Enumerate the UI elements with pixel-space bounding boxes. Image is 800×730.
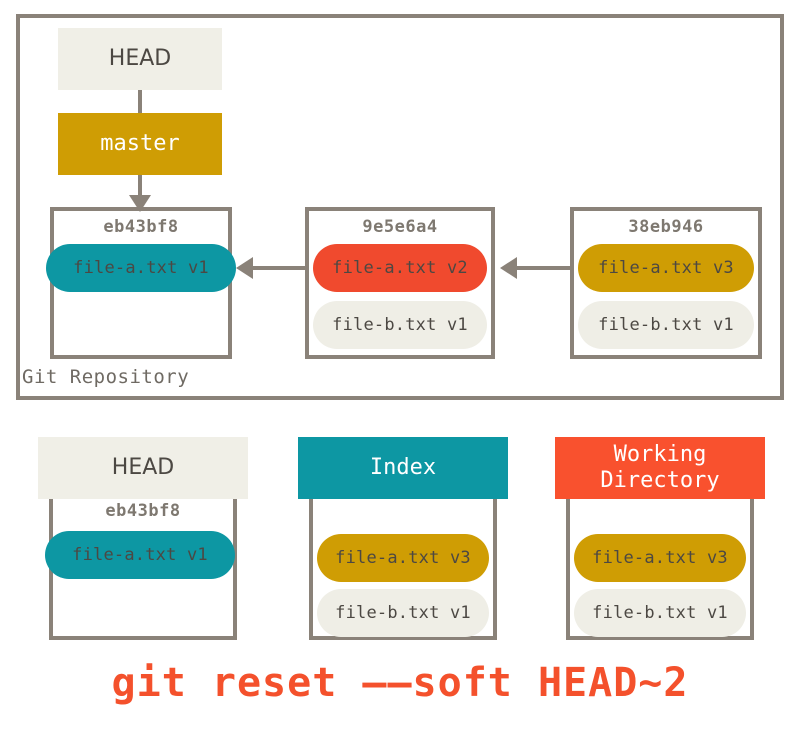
command-caption: git reset ——soft HEAD~2	[111, 660, 689, 706]
stage-header-working-directory: Working Directory	[555, 437, 765, 499]
stage-index-file-a: file-a.txt v3	[317, 534, 489, 582]
stage-wd-file-a: file-a.txt v3	[574, 534, 746, 582]
stage-index-file-a-label: file-a.txt v3	[335, 548, 471, 568]
stage-wd-file-b-label: file-b.txt v1	[592, 603, 728, 623]
master-branch-box: master	[58, 113, 222, 175]
connector-commit3-to-commit2	[516, 266, 570, 270]
head-pointer-box: HEAD	[58, 28, 222, 90]
stage-head-hash: eb43bf8	[105, 501, 181, 521]
stage-head-file-a: file-a.txt v1	[45, 531, 235, 579]
stage-title-working-directory: Working Directory	[600, 442, 720, 493]
stage-head-file-a-label: file-a.txt v1	[72, 545, 208, 565]
commit-1-file-a-label: file-a.txt v1	[73, 258, 209, 278]
commit-3-file-a: file-a.txt v3	[578, 244, 754, 292]
commit-3-file-a-label: file-a.txt v3	[598, 258, 734, 278]
commit-2-file-b-label: file-b.txt v1	[332, 315, 468, 335]
stage-header-index: Index	[298, 437, 508, 499]
commit-3-file-b: file-b.txt v1	[578, 301, 754, 349]
connector-master-to-commit	[138, 175, 142, 197]
commit-1-file-a: file-a.txt v1	[46, 244, 236, 292]
connector-head-to-master	[138, 90, 142, 113]
commit-hash-1: eb43bf8	[103, 217, 179, 237]
connector-commit2-to-commit1	[252, 266, 305, 270]
commit-2-file-b: file-b.txt v1	[313, 301, 487, 349]
commit-hash-3: 38eb946	[628, 217, 704, 237]
stage-title-index: Index	[369, 455, 437, 481]
stage-body-working-directory	[566, 499, 754, 640]
stage-index-file-b-label: file-b.txt v1	[335, 603, 471, 623]
git-repository-label: Git Repository	[22, 366, 190, 388]
git-repository-frame	[16, 14, 784, 400]
commit-2-file-a: file-a.txt v2	[313, 244, 487, 292]
stage-title-head: HEAD	[111, 455, 175, 481]
arrow-commit3-to-commit2-icon	[500, 257, 517, 279]
stage-body-index	[309, 499, 497, 640]
stage-wd-file-a-label: file-a.txt v3	[592, 548, 728, 568]
arrow-commit2-to-commit1-icon	[236, 257, 253, 279]
stage-index-file-b: file-b.txt v1	[317, 589, 489, 637]
stage-wd-file-b: file-b.txt v1	[574, 589, 746, 637]
commit-2-file-a-label: file-a.txt v2	[332, 258, 468, 278]
stage-header-head: HEAD	[38, 437, 248, 499]
commit-hash-2: 9e5e6a4	[362, 217, 438, 237]
commit-3-file-b-label: file-b.txt v1	[598, 315, 734, 335]
master-branch-label: master	[100, 131, 180, 157]
head-pointer-label: HEAD	[108, 46, 172, 72]
